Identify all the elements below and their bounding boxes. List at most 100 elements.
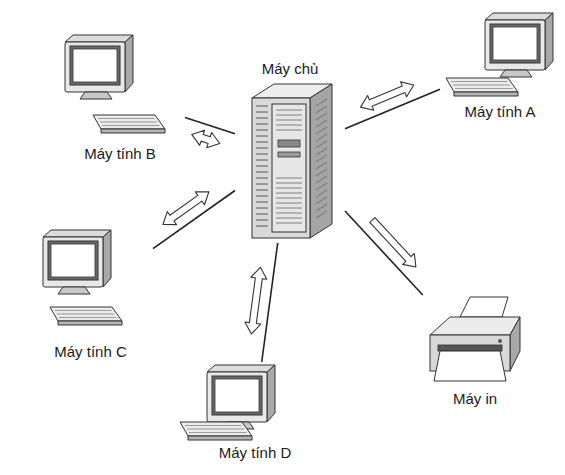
- monitor-side: [103, 230, 111, 287]
- device-label: Máy tính A: [463, 103, 538, 121]
- server-vent: [316, 169, 327, 176]
- monitor-top: [43, 230, 111, 237]
- server-vent: [316, 211, 327, 218]
- paper-in: [460, 297, 508, 317]
- computer-node: Máy tính D: [175, 362, 335, 462]
- keyboard-keys: [455, 88, 513, 89]
- server-vent: [256, 112, 268, 113]
- drive-bay: [278, 140, 300, 147]
- monitor-stand: [58, 287, 90, 294]
- server-vent: [256, 142, 268, 143]
- server-vent: [316, 155, 327, 162]
- monitor-front: [485, 20, 545, 70]
- network-link: [345, 211, 423, 295]
- monitor-front: [43, 237, 103, 287]
- computer-node: Máy tính A: [440, 8, 560, 121]
- server-vent: [256, 172, 268, 173]
- pc-icon: [55, 30, 185, 145]
- server-vent: [316, 204, 327, 211]
- server-vent: [316, 197, 327, 204]
- server-vent: [316, 120, 327, 127]
- server-vent: [256, 160, 268, 161]
- server-vent: [316, 127, 327, 134]
- link-line: [153, 191, 235, 249]
- server-vent: [276, 178, 302, 179]
- server-vent: [316, 134, 327, 141]
- pc-drawing: [65, 35, 165, 133]
- server-vent: [276, 130, 302, 131]
- monitor-stand: [500, 70, 532, 77]
- server-door: [272, 104, 306, 232]
- server-vent: [276, 115, 302, 116]
- link-line: [262, 243, 278, 362]
- server-icon: [240, 78, 340, 243]
- keyboard-edge: [188, 436, 252, 440]
- pc-icon: [28, 225, 153, 343]
- printer-drawing: [430, 297, 520, 381]
- monitor-bezel: [48, 241, 98, 280]
- server-vent: [256, 148, 268, 149]
- server-vent: [256, 184, 268, 185]
- pc-drawing: [446, 13, 553, 96]
- server-vent: [316, 183, 327, 190]
- keyboard-keys: [189, 432, 247, 433]
- server-vent: [316, 106, 327, 113]
- server-vent: [276, 208, 302, 209]
- device-label: Máy tính B: [82, 145, 158, 163]
- network-link: [153, 191, 235, 249]
- keyboard-top: [180, 422, 252, 436]
- paper-slot: [438, 345, 502, 351]
- server-vent: [276, 125, 302, 126]
- keyboard-keys: [55, 310, 112, 311]
- data-flow-arrow: [370, 218, 416, 267]
- server-vent: [256, 124, 268, 125]
- computer-node: Máy tính C: [28, 225, 153, 361]
- server-vent: [256, 190, 268, 191]
- server-vent: [256, 136, 268, 137]
- server-vent: [276, 110, 302, 111]
- monitor-top: [65, 35, 133, 42]
- device-label: Máy in: [451, 390, 499, 408]
- link-line: [345, 211, 423, 295]
- computer-node: Máy tính B: [55, 30, 185, 163]
- server-vent: [256, 202, 268, 203]
- keyboard-keys: [98, 118, 155, 119]
- keyboard-edge: [454, 92, 518, 96]
- server-vent: [316, 141, 327, 148]
- keyboard-keys: [451, 81, 508, 82]
- server-vent: [276, 198, 302, 199]
- monitor-front: [65, 42, 125, 92]
- monitor-top: [485, 13, 553, 20]
- keyboard-keys: [187, 429, 244, 430]
- server-vent: [256, 118, 268, 119]
- keyboard-keys: [102, 125, 160, 126]
- server-vent: [316, 99, 327, 106]
- printer-node: Máy in: [420, 295, 530, 408]
- monitor-stand: [80, 92, 112, 99]
- printer-button: [498, 339, 502, 343]
- keyboard-keys: [100, 122, 157, 123]
- monitor-side: [545, 13, 553, 70]
- keyboard-edge: [58, 321, 122, 325]
- server-side: [310, 84, 332, 238]
- link-line: [185, 118, 235, 134]
- server-vent: [256, 106, 268, 107]
- server-vent: [316, 113, 327, 120]
- keyboard-keys: [453, 85, 510, 86]
- monitor-screen: [51, 244, 95, 277]
- server-vent: [256, 130, 268, 131]
- keyboard-keys: [57, 314, 114, 315]
- server-node: Máy chủ: [235, 60, 345, 243]
- server-drawing: [252, 84, 332, 238]
- monitor-top: [207, 365, 275, 372]
- pc-icon: [175, 362, 335, 444]
- server-vent: [276, 120, 302, 121]
- server-vent: [276, 183, 302, 184]
- server-vent: [256, 214, 268, 215]
- keyboard-keys: [185, 425, 242, 426]
- server-vent: [256, 166, 268, 167]
- keyboard-keys: [59, 317, 117, 318]
- device-label: Máy tính D: [217, 444, 294, 462]
- server-vent: [316, 148, 327, 155]
